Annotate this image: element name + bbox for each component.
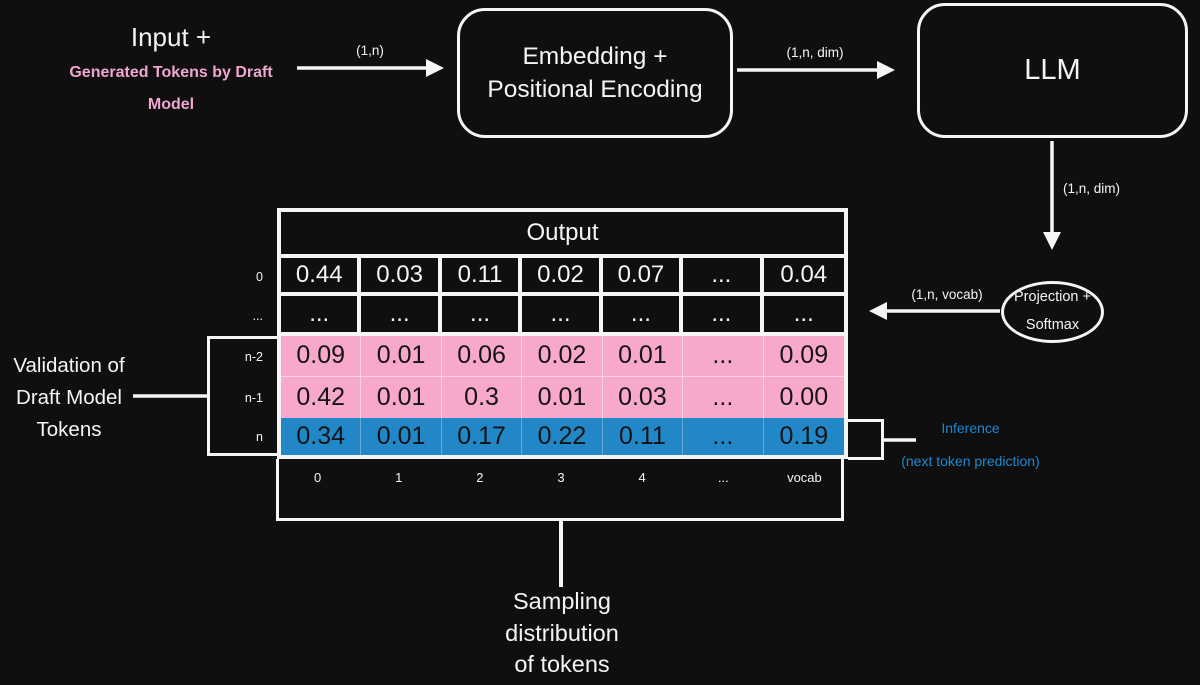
inference-label-line1: Inference xyxy=(941,420,1000,436)
table-cell: 0.3 xyxy=(442,376,523,418)
table-cell: ... xyxy=(793,300,814,327)
table-cell: 0.09 xyxy=(779,341,829,370)
table-cell: 0.01 xyxy=(361,376,442,418)
embedding-label-line1: Embedding + xyxy=(522,43,668,70)
table-cell: 0.03 xyxy=(361,258,442,292)
shape-label-1n: (1,n) xyxy=(356,43,384,58)
table-cell: ... xyxy=(683,376,764,418)
table-cell: ... xyxy=(683,336,764,376)
table-cell: ... xyxy=(603,296,684,332)
sampling-label-line1: Sampling xyxy=(513,588,611,614)
embedding-node: Embedding + Positional Encoding xyxy=(457,8,733,138)
inference-label-line2: (next token prediction) xyxy=(901,453,1040,469)
table-cell: 0.01 xyxy=(361,417,442,455)
llm-node: LLM xyxy=(917,3,1188,138)
projection-label-line2: Softmax xyxy=(1025,317,1080,333)
table-cell: ... xyxy=(683,258,764,292)
arrow-input-to-embedding xyxy=(297,59,444,77)
inference-bracket xyxy=(848,419,884,460)
validation-label: Validation of Draft Model Tokens xyxy=(0,350,138,446)
table-cell: ... xyxy=(522,296,603,332)
table-cell: 0.00 xyxy=(779,382,829,411)
input-label-block: Input + Generated Tokens by Draft Model xyxy=(55,22,287,114)
row-label: ... xyxy=(252,309,263,323)
col-label: 4 xyxy=(638,470,646,485)
table-cell: 0.22 xyxy=(522,417,603,455)
table-cell: ... xyxy=(361,296,442,332)
table-cell: 0.02 xyxy=(522,336,603,376)
table-cell: 0.11 xyxy=(442,258,523,292)
arrow-embedding-to-llm xyxy=(737,61,895,79)
col-label: 3 xyxy=(557,470,565,485)
validation-label-line1: Validation of xyxy=(13,354,125,377)
inference-label: Inference (next token prediction) xyxy=(888,420,1053,469)
row-labels: 0... n-2 n-1 n xyxy=(218,258,270,455)
table-cell: 0.04 xyxy=(780,261,828,288)
input-subtitle-line2: Model xyxy=(147,96,195,113)
col-label: 0 xyxy=(313,470,322,485)
col-label: 1 xyxy=(395,470,403,485)
shape-label-1n-dim-right: (1,n, dim) xyxy=(1063,181,1121,196)
table-cell: 0.01 xyxy=(522,376,603,418)
shape-label-1n-dim-top: (1,n, dim) xyxy=(786,45,844,60)
col-label: 2 xyxy=(476,470,484,485)
table-cell: 0.06 xyxy=(442,336,523,376)
sampling-label-line3: of tokens xyxy=(514,651,610,677)
arrow-llm-to-projection xyxy=(1043,141,1061,250)
table-cell: ... xyxy=(683,417,764,455)
table-cell: 0.34 xyxy=(281,417,362,455)
input-title: Input + xyxy=(130,22,212,52)
table-row-ellipsis: ..................... xyxy=(281,296,844,336)
table-cell: ... xyxy=(683,296,764,332)
table-cell: 0.19 xyxy=(779,421,829,450)
row-label: n-1 xyxy=(244,390,263,405)
table-cell: 0.01 xyxy=(603,336,684,376)
table-cell: ... xyxy=(281,296,362,332)
arrow-projection-to-table xyxy=(869,302,1000,320)
col-labels: 0 1 2 3 4... vocab xyxy=(277,470,845,485)
sampling-bracket xyxy=(276,459,844,521)
table-title: Output xyxy=(281,212,844,258)
validation-bracket xyxy=(207,336,277,456)
table-cell: 0.03 xyxy=(603,376,684,418)
table-cell: 0.09 xyxy=(281,336,362,376)
validation-label-line2: Draft Model xyxy=(16,386,122,409)
table-cell: 0.17 xyxy=(442,417,523,455)
projection-softmax-node: Projection + Softmax xyxy=(1001,281,1104,343)
col-label: vocab xyxy=(787,470,822,485)
shape-label-1n-vocab: (1,n, vocab) xyxy=(911,287,983,302)
col-label: ... xyxy=(717,470,729,485)
table-cell: 0.44 xyxy=(281,258,362,292)
row-label: n xyxy=(256,429,263,444)
table-cell: 0.02 xyxy=(522,258,603,292)
row-label: n-2 xyxy=(244,349,263,364)
row-label: 0 xyxy=(256,270,263,284)
sampling-label: Sampling distribution of tokens xyxy=(452,586,672,681)
table-cell: 0.42 xyxy=(281,376,362,418)
validation-label-line3: Tokens xyxy=(36,418,102,441)
input-subtitle-line1: Generated Tokens by Draft xyxy=(69,64,273,81)
table-cell: 0.11 xyxy=(603,417,684,455)
table-cell: ... xyxy=(442,296,523,332)
sampling-label-line2: distribution xyxy=(505,619,619,646)
embedding-label-line2: Positional Encoding xyxy=(487,76,703,103)
llm-label: LLM xyxy=(1024,54,1081,86)
table-cell: 0.07 xyxy=(603,258,684,292)
table-cell: 0.01 xyxy=(361,336,442,376)
projection-label-line1: Projection + xyxy=(1014,289,1091,305)
